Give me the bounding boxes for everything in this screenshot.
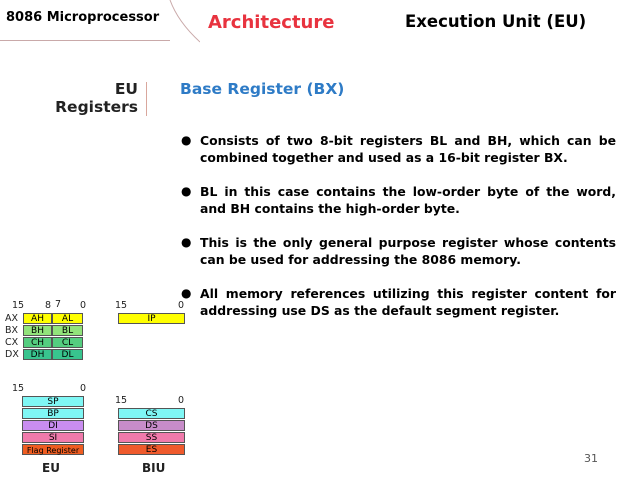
- bullet-item: ● This is the only general purpose regis…: [178, 234, 616, 268]
- eu-caption: EU: [42, 461, 60, 475]
- reg-dh: DH: [23, 349, 52, 360]
- gp-bit-7: 7: [55, 299, 62, 310]
- reg-bh: BH: [23, 325, 52, 336]
- bullet-dot-icon: ●: [181, 133, 192, 147]
- reg-al: AL: [52, 313, 83, 324]
- gp-bit-0: 0: [80, 300, 87, 311]
- reg-si: SI: [22, 432, 84, 443]
- bullet-dot-icon: ●: [181, 184, 192, 198]
- bullet-list: ● Consists of two 8-bit registers BL and…: [178, 132, 616, 336]
- ptr-bit-15: 15: [12, 383, 25, 394]
- unit-title: Execution Unit (EU): [405, 12, 587, 31]
- bullet-dot-icon: ●: [181, 286, 192, 300]
- header-course-box: [0, 0, 170, 41]
- reg-bp: BP: [22, 408, 84, 419]
- register-heading: Base Register (BX): [180, 80, 345, 98]
- gp-bit-15: 15: [12, 300, 25, 311]
- eu-registers-title-line2: Registers: [55, 98, 138, 116]
- page-number: 31: [584, 452, 598, 465]
- reg-cs: CS: [118, 408, 185, 419]
- seg-bit-15: 15: [115, 395, 128, 406]
- bullet-item: ● BL in this case contains the low-order…: [178, 183, 616, 217]
- reg-es: ES: [118, 444, 185, 455]
- reg-name-bx: BX: [5, 325, 19, 336]
- header-divider-curve: [169, 0, 200, 43]
- reg-name-cx: CX: [5, 337, 19, 348]
- ip-bit-0: 0: [178, 300, 185, 311]
- title-divider: [146, 82, 147, 116]
- reg-ip: IP: [118, 313, 185, 324]
- reg-ch: CH: [23, 337, 52, 348]
- seg-bit-0: 0: [178, 395, 185, 406]
- reg-di: DI: [22, 420, 84, 431]
- reg-bl: BL: [52, 325, 83, 336]
- gp-bit-8: 8: [45, 300, 52, 311]
- bullet-item: ● Consists of two 8-bit registers BL and…: [178, 132, 616, 166]
- course-title: 8086 Microprocessor: [6, 10, 160, 25]
- biu-caption: BIU: [142, 461, 166, 475]
- bullet-dot-icon: ●: [181, 235, 192, 249]
- ip-bit-15: 15: [115, 300, 128, 311]
- reg-cl: CL: [52, 337, 83, 348]
- reg-flag: Flag Register: [22, 444, 84, 455]
- reg-name-ax: AX: [5, 313, 19, 324]
- section-title: Architecture: [208, 12, 335, 33]
- reg-sp: SP: [22, 396, 84, 407]
- ptr-bit-0: 0: [80, 383, 87, 394]
- bullet-text: BL in this case contains the low-order b…: [200, 184, 616, 216]
- reg-name-dx: DX: [5, 349, 19, 360]
- eu-registers-title-line1: EU: [114, 80, 138, 98]
- reg-ah: AH: [23, 313, 52, 324]
- reg-ds: DS: [118, 420, 185, 431]
- reg-dl: DL: [52, 349, 83, 360]
- reg-ss: SS: [118, 432, 185, 443]
- bullet-text: All memory references utilizing this reg…: [200, 286, 616, 318]
- bullet-item: ● All memory references utilizing this r…: [178, 285, 616, 319]
- bullet-text: Consists of two 8-bit registers BL and B…: [200, 133, 616, 165]
- bullet-text: This is the only general purpose registe…: [200, 235, 616, 267]
